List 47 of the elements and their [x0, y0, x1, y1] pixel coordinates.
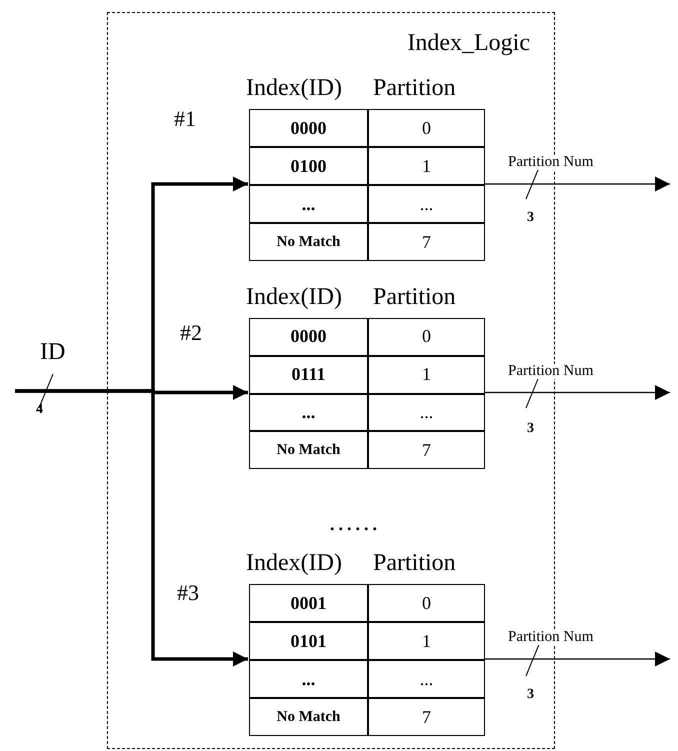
- table-cell: ...: [368, 660, 485, 698]
- table-cell: 0000: [249, 318, 368, 356]
- column-header: Index(ID): [246, 551, 342, 575]
- table-cell: 0: [368, 109, 485, 147]
- table-cell: 7: [368, 431, 485, 469]
- signal-name: ID: [40, 340, 66, 364]
- table-cell: ...: [249, 185, 368, 223]
- ellipsis: ......: [330, 515, 381, 533]
- bus-width: 3: [527, 688, 534, 702]
- table-cell: 0: [368, 318, 485, 356]
- table-number: #1: [174, 108, 196, 130]
- table-cell: ...: [368, 185, 485, 223]
- table-number: #3: [177, 582, 199, 604]
- table-cell: No Match: [249, 698, 368, 736]
- bus-width: 3: [527, 211, 534, 225]
- table-cell: ...: [249, 394, 368, 432]
- bus-width: 3: [527, 422, 534, 436]
- edge-label: Partition Num: [508, 630, 594, 645]
- table-cell: 7: [368, 698, 485, 736]
- table-cell: 0111: [249, 356, 368, 394]
- table-cell: No Match: [249, 431, 368, 469]
- arrow: [15, 389, 248, 666]
- column-header: Partition: [373, 285, 456, 309]
- arrow: [484, 385, 670, 400]
- edge-label: Partition Num: [508, 155, 594, 170]
- table-cell: No Match: [249, 223, 368, 261]
- arrow: [484, 176, 670, 192]
- column-header: Index(ID): [246, 285, 342, 309]
- table-cell: 7: [368, 223, 485, 261]
- column-header: Index(ID): [246, 76, 342, 100]
- table-cell: ...: [368, 394, 485, 432]
- bus-width: 4: [36, 403, 43, 417]
- table-cell: 1: [368, 622, 485, 660]
- table-cell: 0001: [249, 584, 368, 622]
- table-cell: 0100: [249, 147, 368, 185]
- table-cell: 0000: [249, 109, 368, 147]
- column-header: Partition: [373, 551, 456, 575]
- arrow: [484, 652, 670, 666]
- table-cell: 1: [368, 147, 485, 185]
- edge-label: Partition Num: [508, 364, 594, 378]
- table-cell: 0: [368, 584, 485, 622]
- table-cell: 0101: [249, 622, 368, 660]
- table-cell: 1: [368, 356, 485, 394]
- block-title: Index_Logic: [407, 31, 530, 55]
- table-cell: ...: [249, 660, 368, 698]
- table-number: #2: [180, 322, 202, 344]
- column-header: Partition: [373, 76, 456, 100]
